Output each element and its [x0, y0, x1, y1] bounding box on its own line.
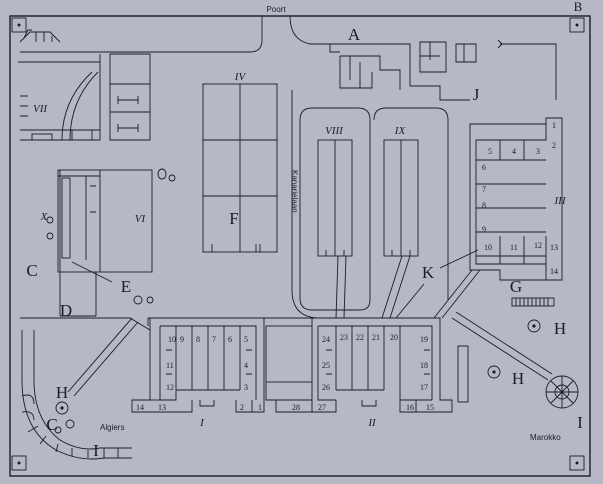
building-a [339, 55, 401, 90]
hut-number: 6 [482, 163, 486, 172]
hut-number: 22 [356, 333, 364, 342]
building-nw [109, 53, 151, 141]
hut-number: 13 [158, 403, 166, 412]
zone-letter-i: I [93, 441, 99, 460]
block-numeral-x: X [40, 211, 49, 223]
zone-letter-h: H [56, 383, 68, 402]
road-loop [299, 107, 371, 311]
corner-post [11, 17, 27, 33]
hut-number: 9 [180, 335, 184, 344]
hut-number: 7 [482, 185, 486, 194]
corner-post [569, 17, 585, 33]
hut-number: 13 [550, 243, 558, 252]
hut-number: 8 [482, 201, 486, 210]
building-j [419, 41, 447, 73]
barracks-block-i [131, 318, 193, 413]
hut-number: 11 [510, 243, 518, 252]
zone-letter-a: A [348, 25, 361, 44]
hut-number: 12 [534, 241, 542, 250]
hut-number: 5 [244, 335, 248, 344]
area-label-marokko: Marokko [530, 433, 561, 442]
hut-number: 4 [244, 361, 248, 370]
hut-number: 26 [322, 383, 330, 392]
hut-number: 24 [322, 335, 330, 344]
hut-number: 6 [228, 335, 232, 344]
zone-letter-j: J [473, 85, 480, 104]
gate-label: Poort [266, 5, 286, 14]
camp-boundary [9, 15, 591, 477]
block-numeral-ii: II [367, 417, 377, 429]
hut-number: 4 [512, 147, 516, 156]
block-numeral-iv: IV [234, 71, 247, 83]
central-building [265, 325, 313, 383]
hut-number: 1 [258, 403, 262, 412]
hut-number: 20 [390, 333, 398, 342]
zone-letter-d: D [60, 301, 72, 320]
zone-letter-b: B [574, 0, 583, 14]
hut-number: 19 [420, 335, 428, 344]
zone-letter-h: H [554, 319, 566, 338]
water-point [487, 365, 501, 379]
hut-number: 17 [420, 383, 428, 392]
area-label-algiers: Algiers [100, 423, 124, 432]
hut-number: 21 [372, 333, 380, 342]
hut-number: 2 [552, 141, 556, 150]
zone-letter-c: C [26, 261, 37, 280]
block-numeral-iii: III [554, 195, 567, 207]
zone-letter-k: K [422, 263, 435, 282]
hut-number: 8 [196, 335, 200, 344]
hut-number: 25 [322, 361, 330, 370]
zone-letter-f: F [229, 209, 238, 228]
block-numeral-ix: IX [394, 125, 407, 137]
block-numeral-vii: VII [33, 103, 48, 115]
hut-number: 10 [168, 335, 176, 344]
hut-number: 9 [482, 225, 486, 234]
fence-g [511, 297, 555, 307]
water-point [527, 319, 541, 333]
hut-number: 3 [244, 383, 248, 392]
barracks-block-ii [312, 317, 453, 413]
hut-number: 14 [136, 403, 144, 412]
hut-number: 23 [340, 333, 348, 342]
hut-number: 15 [426, 403, 434, 412]
block-numeral-vi: VI [135, 213, 147, 225]
hut-number: 1 [552, 121, 556, 130]
zone-letter-g: G [510, 277, 522, 296]
water-point [55, 401, 69, 415]
inner-fence [20, 317, 151, 331]
block-numeral-i: I [199, 417, 205, 429]
hut-number: 12 [166, 383, 174, 392]
block-numeral-viii: VIII [325, 125, 344, 137]
road-edge [20, 16, 263, 53]
hut-number: 7 [212, 335, 216, 344]
zone-letter-h: H [512, 369, 524, 388]
zone-letter-i: I [577, 413, 583, 432]
street-label: Kanarielaan [290, 170, 299, 213]
hut-number: 2 [240, 403, 244, 412]
hut-number: 5 [488, 147, 492, 156]
zone-letter-e: E [121, 277, 131, 296]
hut-number: 14 [550, 267, 558, 276]
hut-number: 27 [318, 403, 326, 412]
corner-post [11, 455, 27, 471]
hut-number: 18 [420, 361, 428, 370]
hut-number: 28 [292, 403, 300, 412]
hut-number: 3 [536, 147, 540, 156]
road-edge [289, 15, 470, 101]
perimeter-road [33, 330, 132, 450]
zone-letter-c: C [46, 415, 57, 434]
hut-number: 16 [406, 403, 414, 412]
hut-number: 10 [484, 243, 492, 252]
corner-post [569, 455, 585, 471]
hut-number: 11 [166, 361, 174, 370]
barracks-block-x [57, 169, 153, 273]
